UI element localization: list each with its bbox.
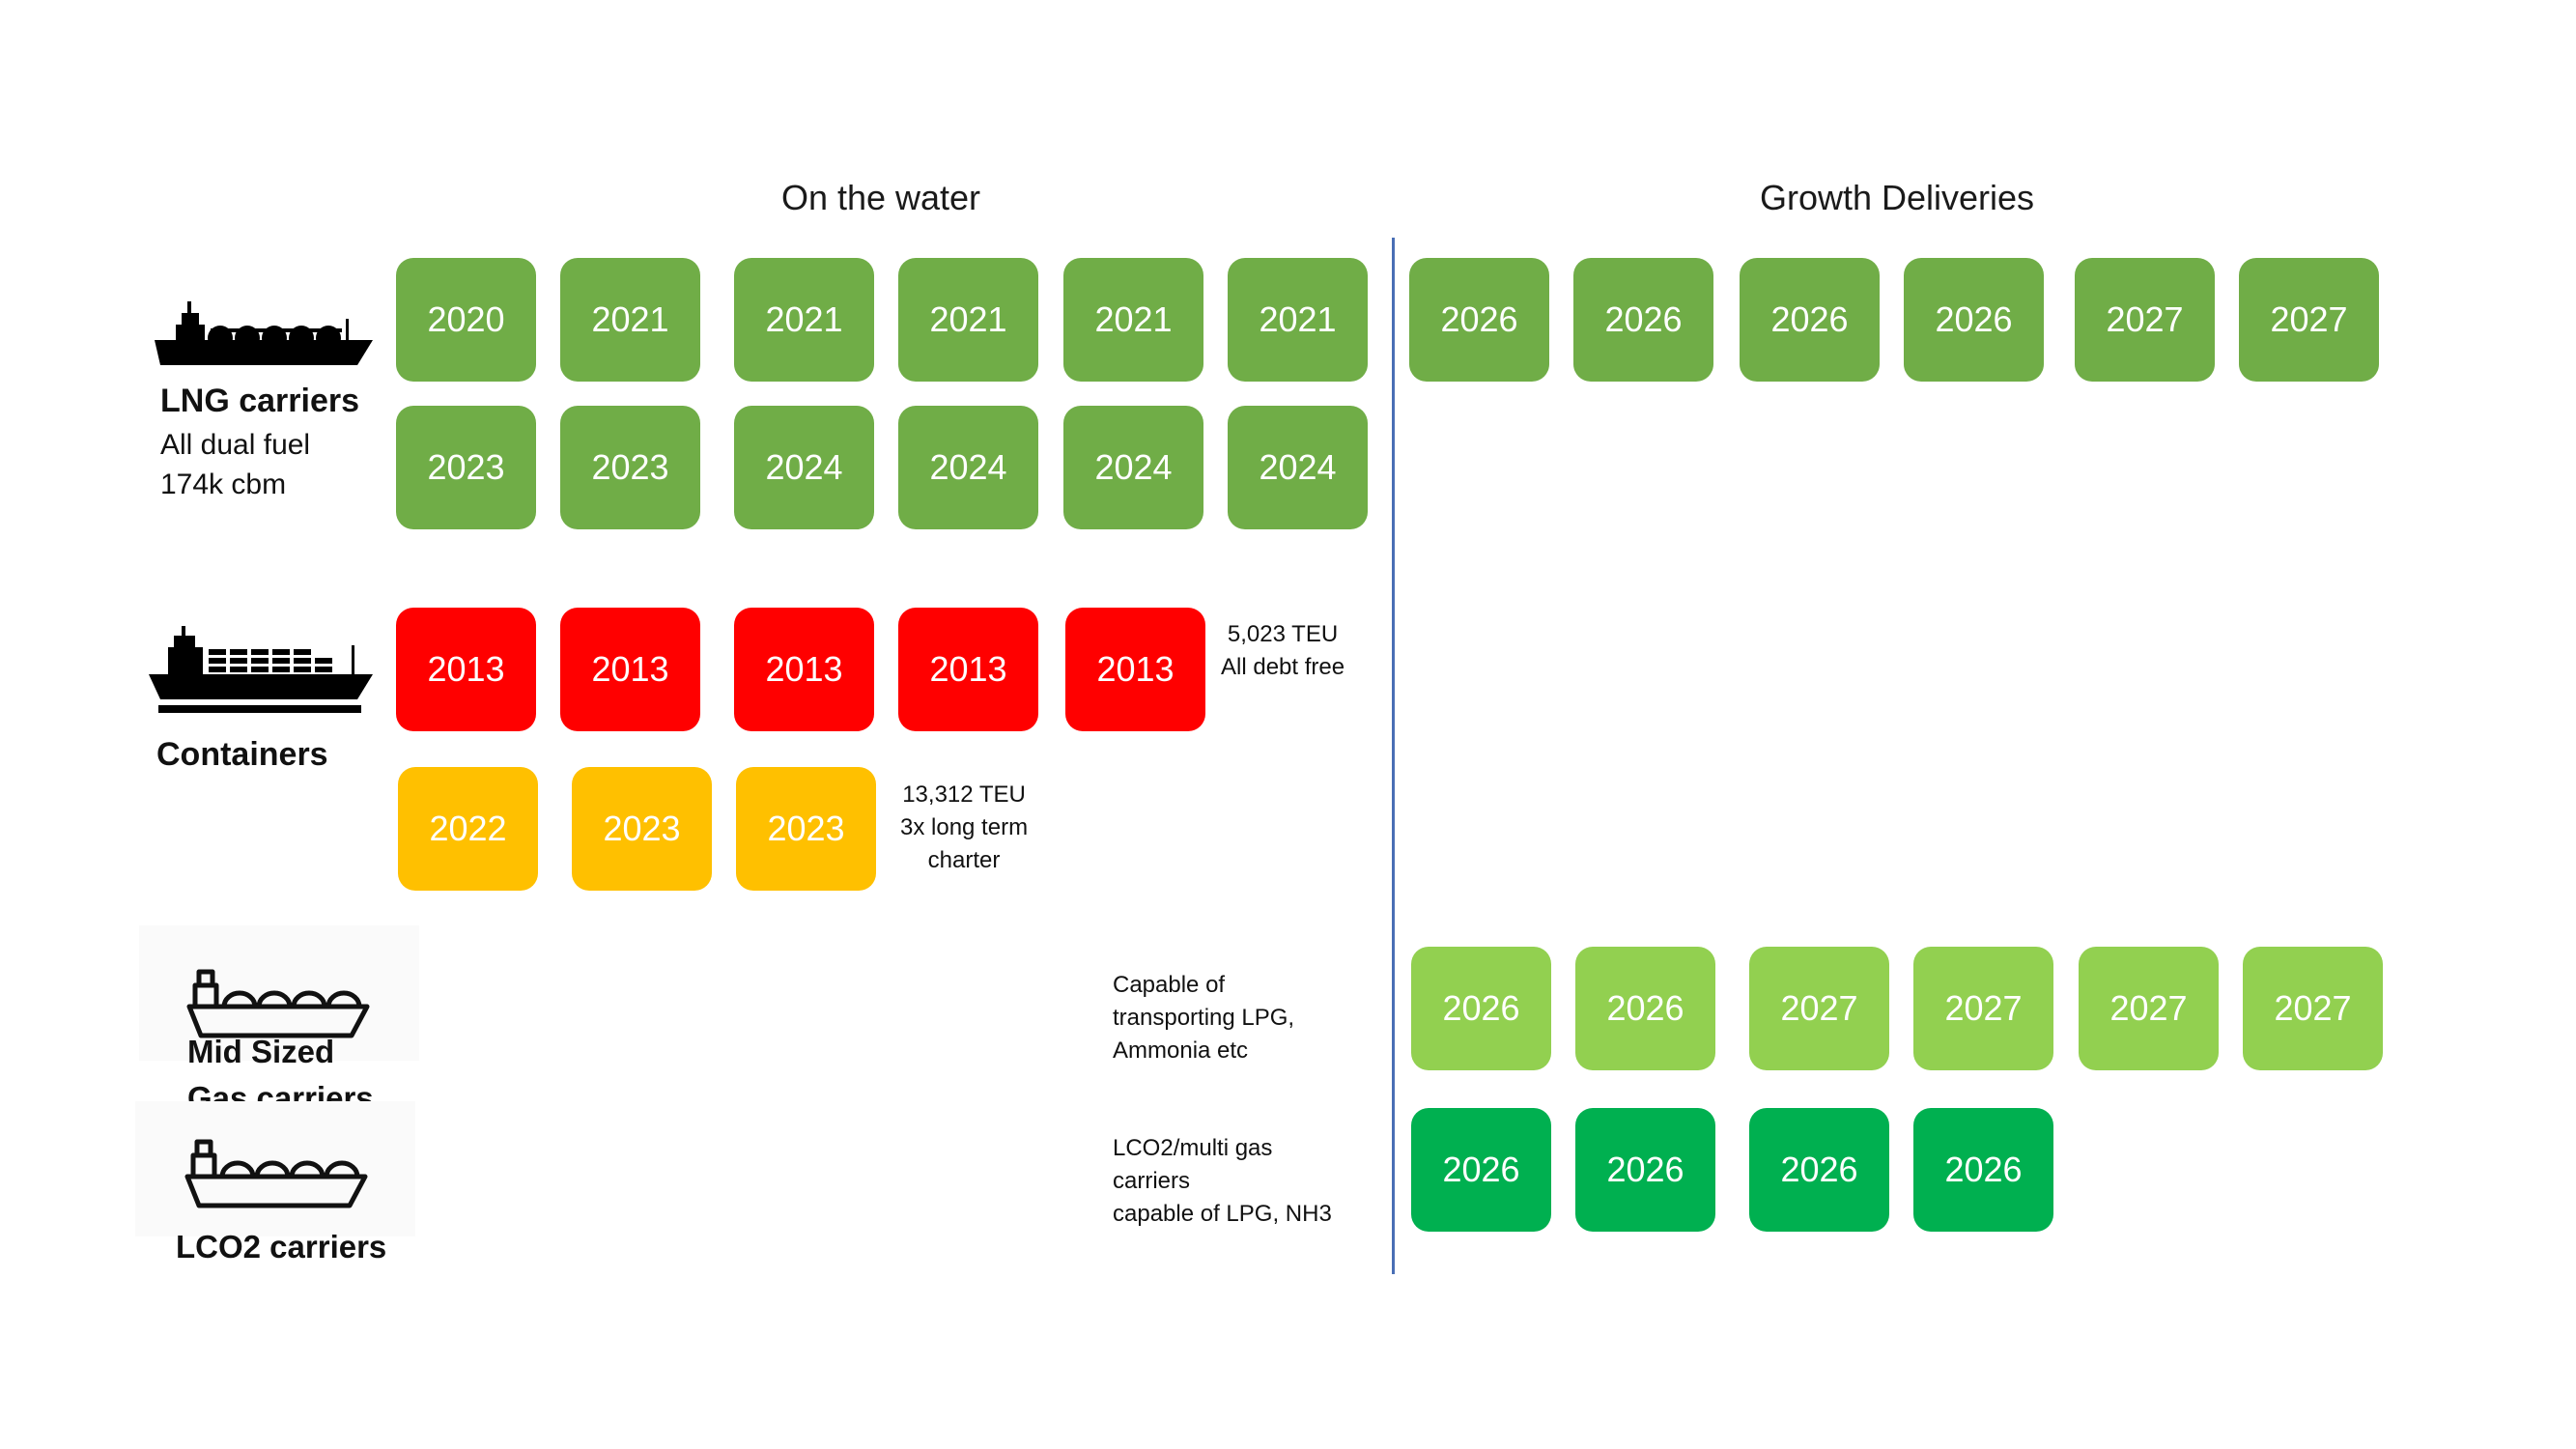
lco2-carrier-ship-icon [184,1136,369,1209]
year-box: 2021 [560,258,700,382]
year-box: 2026 [1411,1108,1551,1232]
year-box: 2026 [1409,258,1549,382]
gas-note-line-3: Ammonia etc [1113,1037,1249,1064]
year-box: 2021 [734,258,874,382]
year-box: 2026 [1913,1108,2053,1232]
year-box: 2020 [396,258,536,382]
year-box: 2021 [1063,258,1203,382]
container-yellow-note-teu: 13,312 TEU [902,781,1026,808]
lng-carriers-title: LNG carriers [160,383,359,419]
year-box: 2026 [1904,258,2044,382]
gas-carriers-title-line-1: Mid Sized [187,1034,335,1069]
year-box: 2027 [2075,258,2215,382]
year-box: 2026 [1573,258,1713,382]
year-box: 2024 [898,406,1038,529]
year-box: 2024 [734,406,874,529]
year-box: 2027 [2243,947,2383,1070]
year-box: 2027 [1749,947,1889,1070]
lco2-carrier-icon-background [135,1101,415,1236]
gas-carrier-ship-icon [185,966,371,1039]
year-box: 2013 [1065,608,1205,731]
year-box: 2021 [1228,258,1368,382]
on-water-growth-divider [1392,238,1395,1274]
year-box: 2023 [736,767,876,891]
year-box: 2013 [396,608,536,731]
year-box: 2023 [560,406,700,529]
gas-note-line-1: Capable of [1113,972,1226,998]
heading-on-the-water: On the water [780,178,981,217]
year-box: 2026 [1575,1108,1715,1232]
year-box: 2027 [2079,947,2219,1070]
year-box: 2013 [560,608,700,731]
year-box: 2021 [898,258,1038,382]
year-box: 2023 [396,406,536,529]
lco2-note-line-2: carriers [1113,1168,1191,1194]
year-box: 2026 [1575,947,1715,1070]
heading-growth-deliveries: Growth Deliveries [1759,178,2035,217]
container-ship-icon [147,626,375,715]
year-box: 2026 [1749,1108,1889,1232]
container-red-note-debt: All debt free [1221,654,1345,680]
lng-carrier-ship-icon [153,296,375,367]
year-box: 2024 [1228,406,1368,529]
year-box: 2013 [898,608,1038,731]
year-box: 2023 [572,767,712,891]
container-yellow-note-charter: 3x long term [900,814,1029,840]
lco2-note-line-3: capable of LPG, NH3 [1113,1201,1332,1227]
lco2-carriers-note: LCO2/multi gas carriers capable of LPG, … [1113,1132,1332,1231]
gas-carriers-note: Capable of transporting LPG, Ammonia etc [1113,969,1294,1067]
lco2-note-line-1: LCO2/multi gas [1113,1135,1273,1161]
year-box: 2013 [734,608,874,731]
gas-note-line-2: transporting LPG, [1113,1005,1295,1031]
lng-capacity-label: 174k cbm [160,469,287,500]
container-yellow-note-charter-2: charter [927,847,1001,873]
container-red-note: 5,023 TEU All debt free [1221,618,1345,684]
containers-title: Containers [156,736,328,773]
year-box: 2022 [398,767,538,891]
container-red-note-teu: 5,023 TEU [1227,621,1339,647]
lco2-carriers-title: LCO2 carriers [176,1229,387,1264]
year-box: 2027 [1913,947,2053,1070]
lng-dual-fuel-label: All dual fuel [160,429,311,461]
year-box: 2024 [1063,406,1203,529]
container-yellow-note: 13,312 TEU 3x long term charter [900,779,1028,877]
year-box: 2026 [1411,947,1551,1070]
year-box: 2026 [1740,258,1880,382]
year-box: 2027 [2239,258,2379,382]
